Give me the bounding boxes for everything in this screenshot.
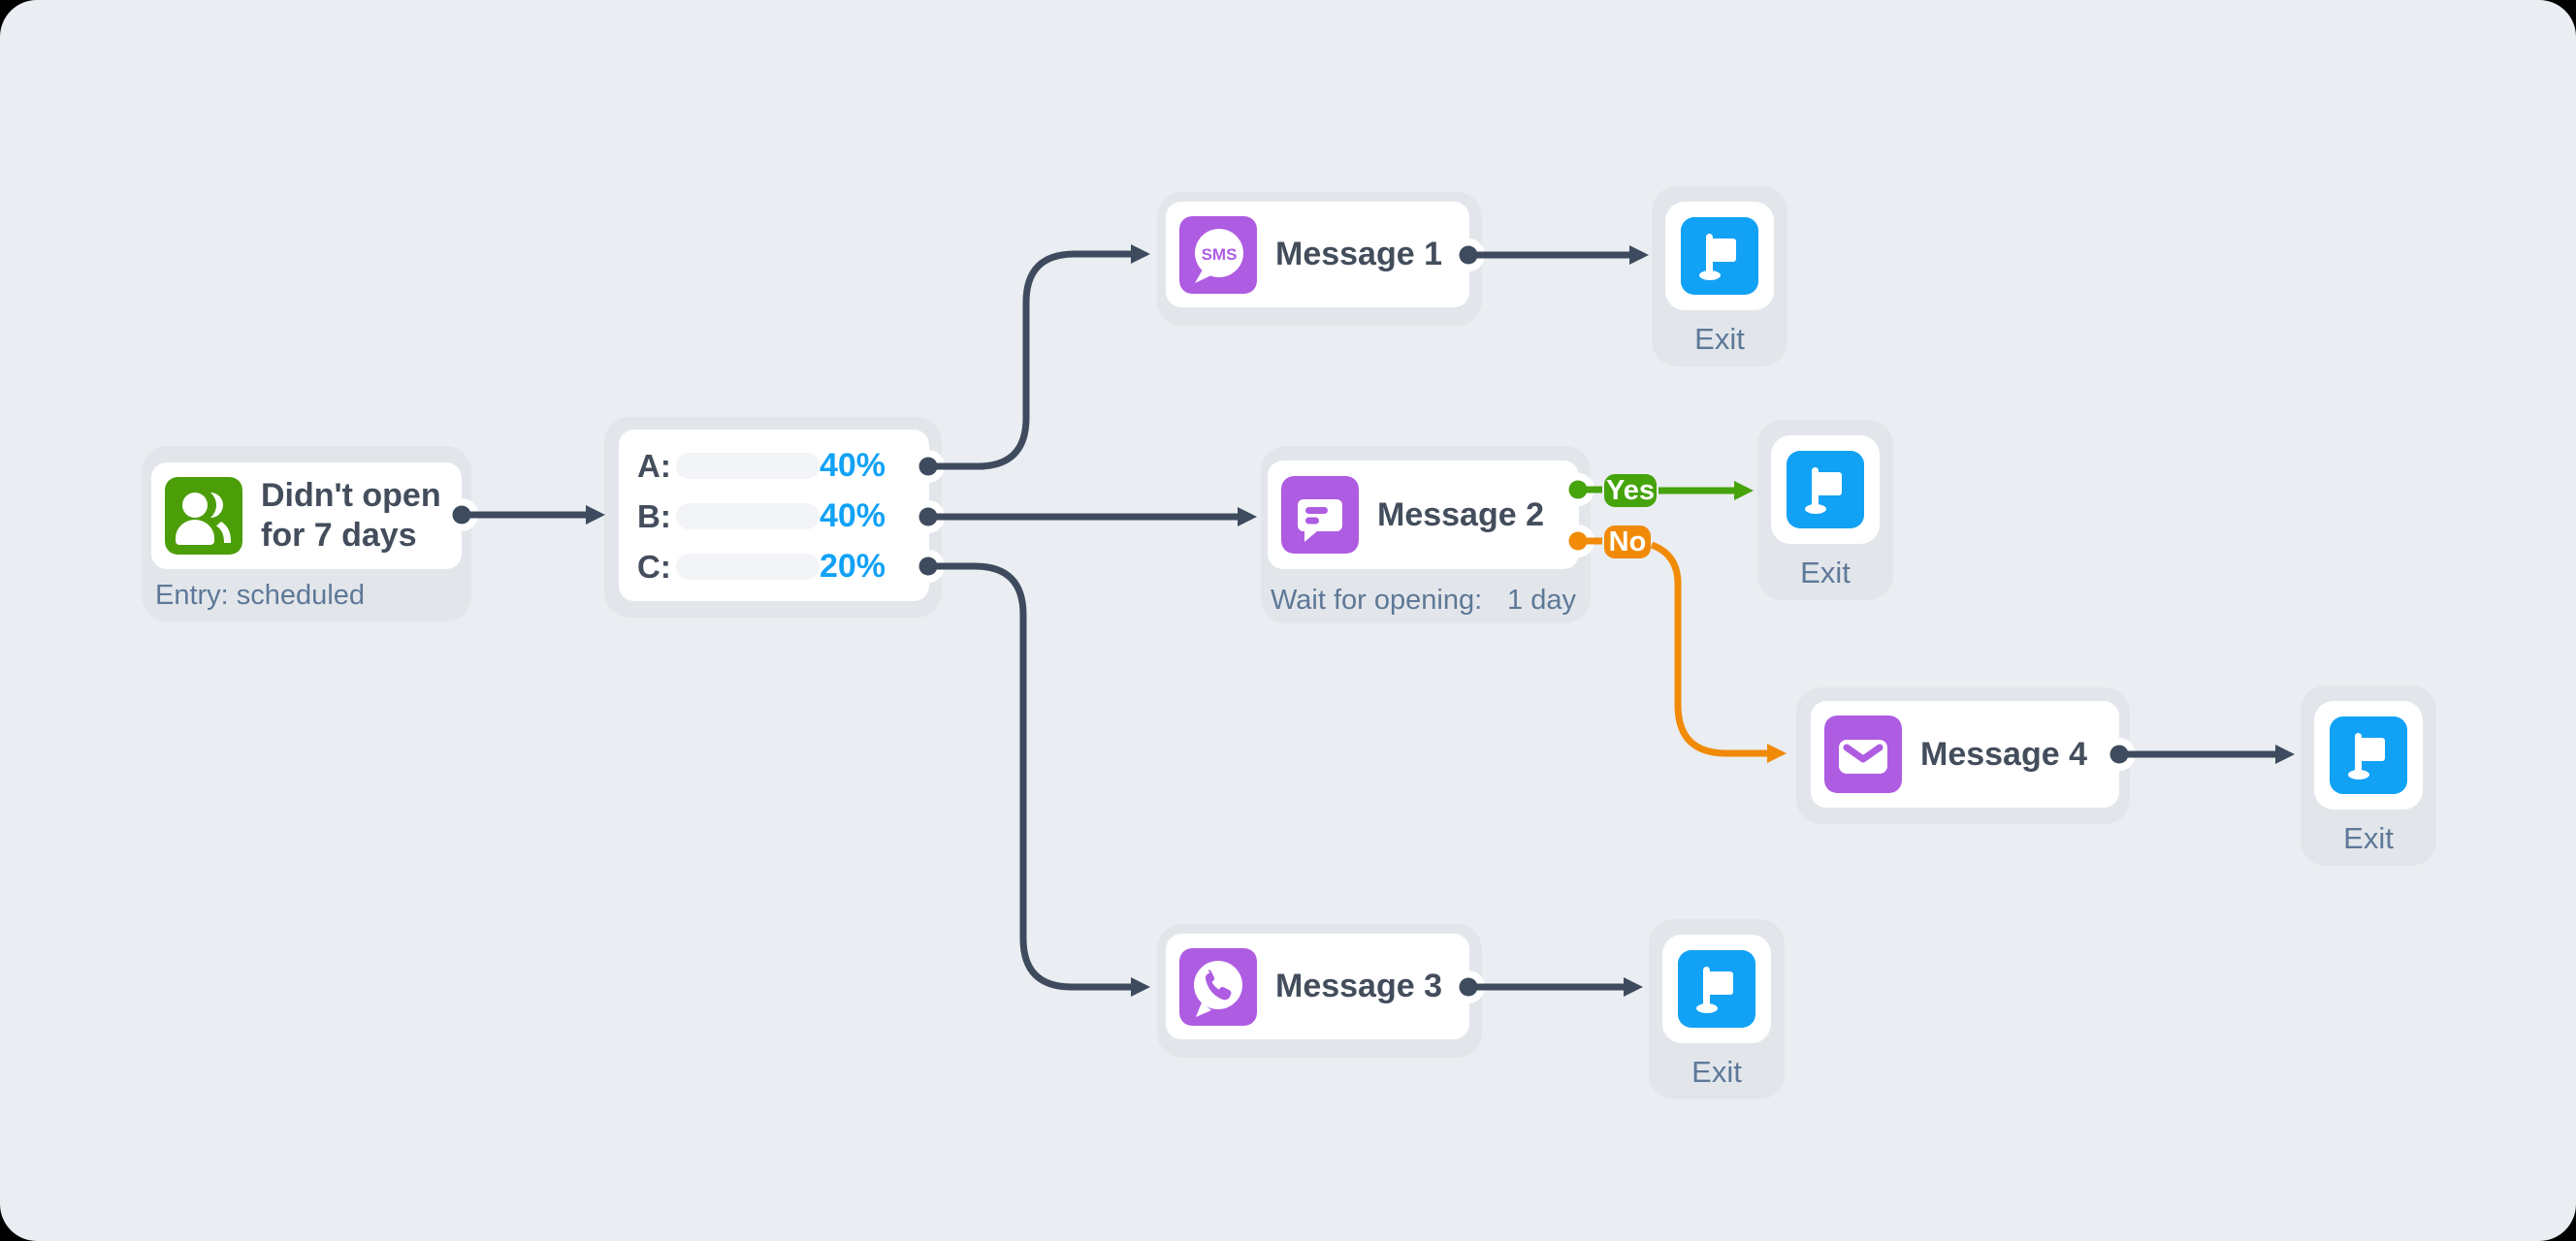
flag-icon	[1678, 950, 1755, 1028]
message-4-title: Message 4	[1920, 735, 2087, 773]
exit-node-1[interactable]: Exit	[1652, 186, 1787, 366]
message-3-node[interactable]: Message 3	[1157, 924, 1482, 1058]
exit-tile	[2314, 701, 2423, 810]
email-icon	[1824, 716, 1902, 793]
entry-card[interactable]: Didn't open for 7 days	[151, 462, 462, 569]
entry-title: Didn't open for 7 days	[261, 477, 441, 554]
exit-node-3[interactable]: Exit	[1649, 919, 1785, 1099]
split-percent-c: 20%	[819, 548, 886, 585]
message-1-title: Message 1	[1275, 236, 1442, 272]
wait-value[interactable]: 1 day	[1507, 585, 1576, 616]
message-2-node[interactable]: Message 2 Wait for opening: 1 day	[1261, 446, 1591, 623]
whatsapp-icon	[1179, 947, 1257, 1026]
message-2-title: Message 2	[1377, 495, 1544, 533]
message-1-card[interactable]: SMS Message 1	[1166, 202, 1469, 307]
exit-tile	[1665, 202, 1774, 310]
sms-icon: SMS	[1179, 215, 1257, 294]
edge-split-a-to-message1	[928, 244, 1150, 470]
message-2-wait-row: Wait for opening: 1 day	[1271, 585, 1576, 617]
split-label-b: B:	[637, 497, 671, 534]
wait-label: Wait for opening:	[1271, 585, 1483, 616]
message-2-card[interactable]: Message 2	[1268, 461, 1579, 569]
split-bar-b	[675, 503, 820, 529]
split-bar-a	[675, 453, 820, 479]
edge-split-c-to-message3	[928, 562, 1150, 997]
exit-node-4[interactable]: Exit	[2301, 685, 2436, 866]
exit-label: Exit	[1694, 322, 1745, 356]
flag-icon	[1681, 217, 1758, 295]
no-branch-badge[interactable]: No	[1604, 525, 1651, 558]
flag-icon	[2330, 716, 2407, 794]
svg-text:SMS: SMS	[1202, 245, 1238, 264]
abc-split-card[interactable]: A: 40% B: 40% C: 20%	[619, 430, 929, 601]
split-row-b: B: 40%	[637, 497, 886, 534]
contacts-icon	[165, 477, 242, 555]
split-row-c: C: 20%	[637, 548, 886, 585]
split-label-c: C:	[637, 548, 671, 585]
message-4-card[interactable]: Message 4	[1811, 701, 2119, 808]
exit-label: Exit	[1800, 556, 1851, 589]
exit-node-2[interactable]: Exit	[1757, 420, 1893, 600]
message-1-node[interactable]: SMS Message 1	[1157, 192, 1482, 326]
exit-label: Exit	[2343, 821, 2394, 855]
split-percent-a: 40%	[819, 447, 886, 484]
split-label-a: A:	[637, 447, 671, 484]
message-4-node[interactable]: Message 4	[1796, 687, 2130, 824]
split-row-a: A: 40%	[637, 447, 886, 484]
exit-tile	[1662, 935, 1771, 1043]
split-bar-c	[675, 554, 820, 580]
entry-node[interactable]: Didn't open for 7 days Entry: scheduled	[142, 446, 471, 621]
message-3-card[interactable]: Message 3	[1166, 934, 1469, 1039]
yes-branch-badge[interactable]: Yes	[1604, 474, 1657, 507]
exit-tile	[1771, 435, 1880, 544]
split-percent-b: 40%	[819, 497, 886, 534]
abc-split-node[interactable]: A: 40% B: 40% C: 20%	[604, 417, 942, 618]
entry-caption: Entry: scheduled	[155, 580, 366, 611]
chat-bubble-icon	[1281, 476, 1359, 554]
message-3-title: Message 3	[1275, 968, 1442, 1004]
edge-no-to-message4	[1650, 541, 1787, 763]
flag-icon	[1787, 451, 1864, 528]
exit-label: Exit	[1691, 1055, 1742, 1089]
